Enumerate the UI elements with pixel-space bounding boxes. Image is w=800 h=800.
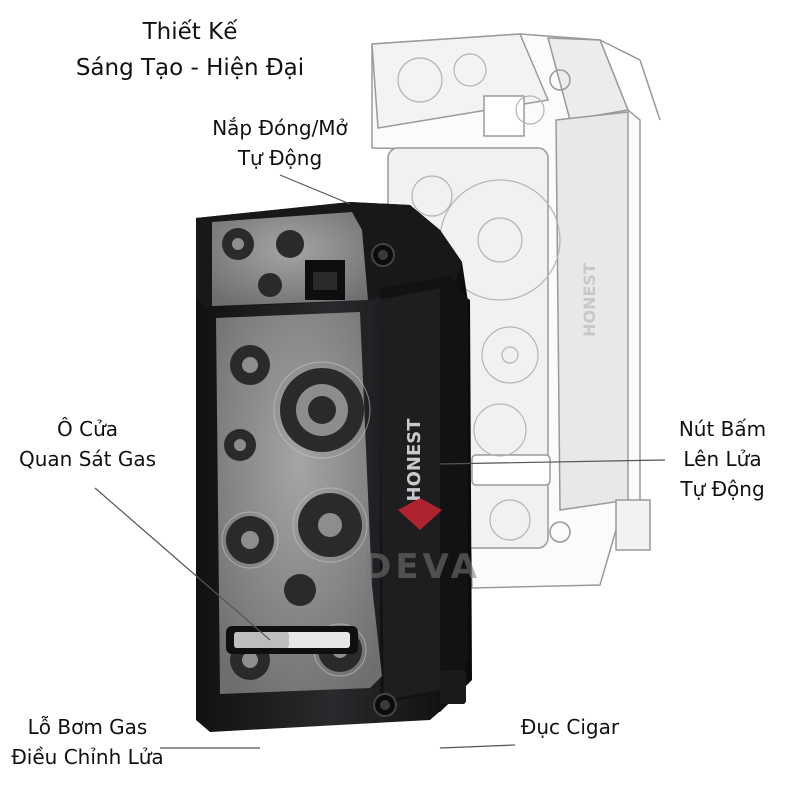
label-gas-valve-line-2: Điều Chỉnh Lửa — [11, 745, 164, 769]
label-gas-window-line-2: Quan Sát Gas — [18, 447, 157, 471]
brand-text: HONEST — [404, 418, 425, 502]
button-pointer — [439, 459, 666, 465]
watermark-text: DEVA — [363, 547, 481, 587]
label-gas-window: Ô Cửa Quan Sát Gas — [0, 414, 175, 474]
label-cigar-punch-line-1: Đục Cigar — [520, 715, 620, 739]
headline: Thiết Kế Sáng Tạo - Hiện Đại — [40, 14, 340, 86]
label-ignition-button-line-2: Lên Lửa — [683, 447, 762, 471]
lid-pointer — [279, 174, 351, 205]
label-cigar-punch: Đục Cigar — [505, 712, 635, 742]
label-gas-valve-line-1: Lỗ Bơm Gas — [27, 715, 148, 739]
label-gas-window-line-1: Ô Cửa — [57, 417, 118, 441]
label-auto-lid: Nắp Đóng/Mở Tự Động — [180, 113, 380, 173]
label-ignition-button: Nút Bấm Lên Lửa Tự Động — [660, 414, 785, 504]
window-pointer — [94, 487, 271, 641]
headline-line-2: Sáng Tạo - Hiện Đại — [75, 55, 305, 81]
watermark-logo — [398, 498, 442, 530]
label-ignition-button-line-3: Tự Động — [680, 477, 765, 501]
pointer-lines — [94, 174, 666, 749]
headline-line-1: Thiết Kế — [142, 19, 238, 45]
label-auto-lid-line-1: Nắp Đóng/Mở — [212, 116, 348, 140]
label-auto-lid-line-2: Tự Động — [237, 146, 323, 170]
label-ignition-button-line-1: Nút Bấm — [678, 417, 767, 441]
sketch-brand-text: HONEST — [580, 263, 599, 337]
label-gas-valve: Lỗ Bơm Gas Điều Chỉnh Lửa — [0, 712, 175, 772]
gas-window — [226, 626, 358, 654]
cigar-pointer — [439, 744, 516, 749]
